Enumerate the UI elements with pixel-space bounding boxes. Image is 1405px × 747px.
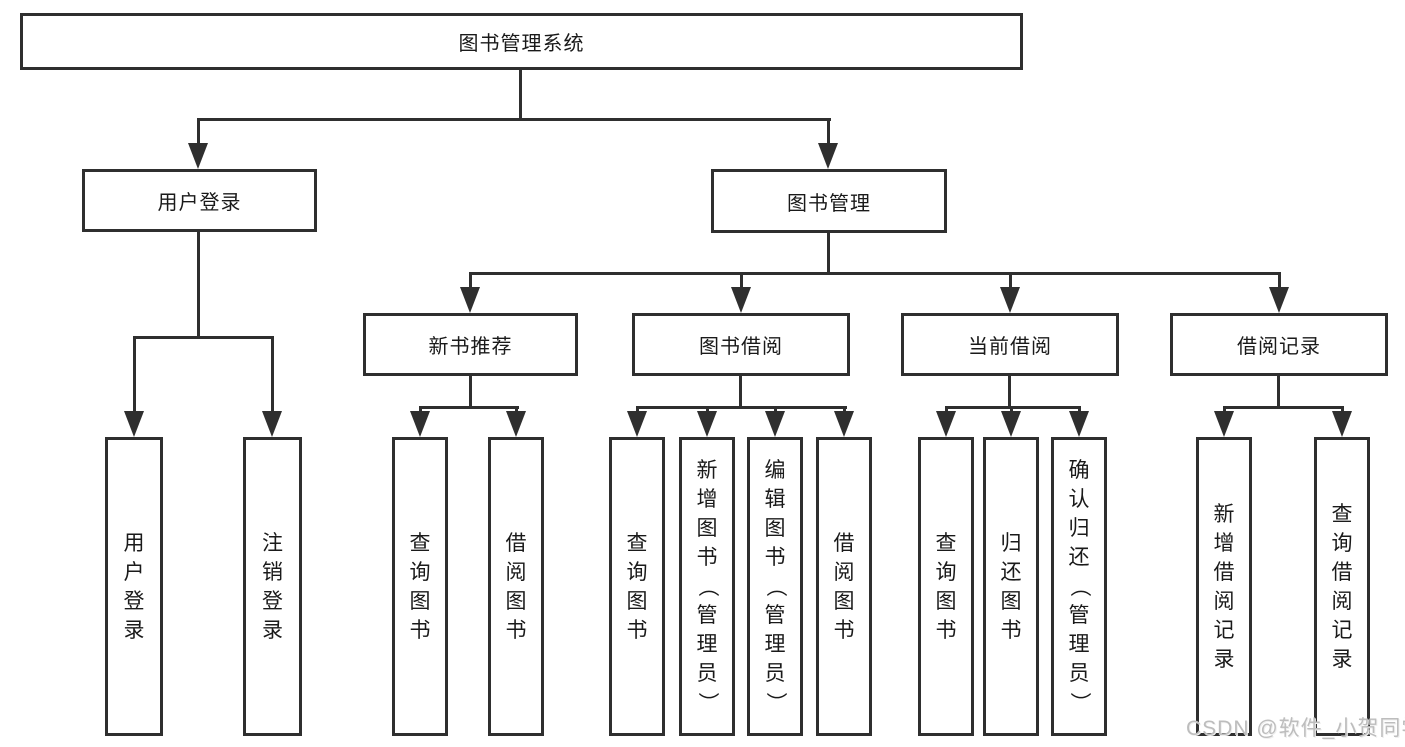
leaf-query-books-recommend: 查询图书 [392,437,448,736]
connector-line [740,272,743,290]
connector-line [133,336,274,339]
connector-line [636,406,847,409]
leaf-edit-books-admin: 编辑图书（管理员） [747,437,803,736]
arrowhead-icon [1001,411,1021,437]
arrowhead-icon [936,411,956,437]
node-root-library-system: 图书管理系统 [20,13,1023,70]
csdn-watermark: CSDN @软件_小贺同学 [1186,717,1405,740]
leaf-query-books-borrowing: 查询图书 [609,437,665,736]
arrowhead-icon [731,287,751,313]
arrowhead-icon [262,411,282,437]
connector-line [739,376,742,409]
connector-line [827,233,830,275]
node-book-borrowing: 图书借阅 [632,313,850,376]
connector-line [197,118,831,121]
node-label: 图书管理系统 [458,33,585,55]
connector-line [1008,376,1011,409]
connector-line [197,232,200,339]
node-current-borrowing: 当前借阅 [901,313,1119,376]
node-label: 用户登录 [157,192,242,214]
arrowhead-icon [460,287,480,313]
arrowhead-icon [1000,287,1020,313]
arrowhead-icon [818,143,838,169]
connector-line [469,272,1281,275]
connector-line [197,118,200,150]
arrowhead-icon [627,411,647,437]
connector-line [271,336,274,416]
connector-line [1223,406,1344,409]
leaf-add-books-admin: 新增图书（管理员） [679,437,735,736]
leaf-borrow-books-borrowing: 借阅图书 [816,437,872,736]
connector-line [469,272,472,290]
node-label: 图书借阅 [699,336,783,358]
arrowhead-icon [1214,411,1234,437]
node-label: 借阅记录 [1237,336,1321,358]
connector-line [419,406,519,409]
leaf-add-borrow-record: 新增借阅记录 [1196,437,1252,736]
arrowhead-icon [834,411,854,437]
node-borrowing-records: 借阅记录 [1170,313,1388,376]
connector-line [827,118,830,150]
arrowhead-icon [697,411,717,437]
connector-line [1278,272,1281,290]
leaf-borrow-books-recommend: 借阅图书 [488,437,544,736]
leaf-logout: 注销登录 [243,437,302,736]
arrowhead-icon [1269,287,1289,313]
node-book-management: 图书管理 [711,169,947,233]
node-user-login: 用户登录 [82,169,317,232]
connector-line [1277,376,1280,409]
node-new-book-recommendation: 新书推荐 [363,313,578,376]
node-label: 图书管理 [787,192,871,215]
leaf-query-books-current: 查询图书 [918,437,974,736]
leaf-user-login: 用户登录 [105,437,163,736]
arrowhead-icon [410,411,430,437]
arrowhead-icon [765,411,785,437]
arrowhead-icon [1069,411,1089,437]
node-label: 新书推荐 [428,336,513,358]
connector-line [1009,272,1012,290]
arrowhead-icon [124,411,144,437]
leaf-return-books: 归还图书 [983,437,1039,736]
arrowhead-icon [1332,411,1352,437]
arrowhead-icon [506,411,526,437]
arrowhead-icon [188,143,208,169]
connector-line [469,376,472,409]
leaf-confirm-return-admin: 确认归还（管理员） [1051,437,1107,736]
connector-line [945,406,1081,409]
leaf-query-borrow-record: 查询借阅记录 [1314,437,1370,736]
connector-line [133,336,136,416]
node-label: 当前借阅 [968,336,1052,358]
connector-line [519,70,522,121]
